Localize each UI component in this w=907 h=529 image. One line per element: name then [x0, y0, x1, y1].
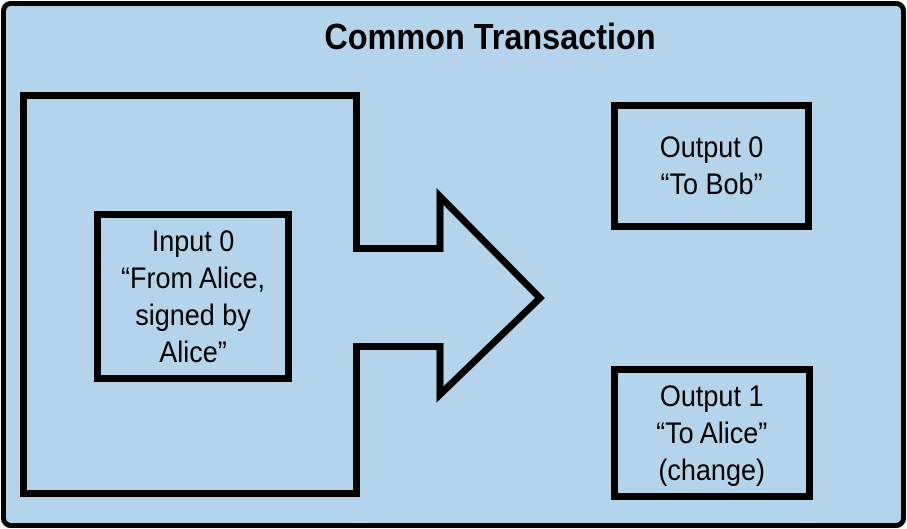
output-1-text: Output 1 “To Alice” (change)	[656, 378, 767, 489]
input-0-box: Input 0 “From Alice, signed by Alice”	[94, 211, 292, 382]
text-line: “To Alice”	[656, 416, 768, 450]
text-line: signed by	[135, 298, 251, 332]
diagram-title: Common Transaction	[324, 16, 656, 57]
text-line: “To Bob”	[660, 168, 763, 201]
text-line: Input 0	[151, 224, 235, 258]
text-line: (change)	[658, 453, 766, 487]
output-1-box: Output 1 “To Alice” (change)	[611, 366, 813, 500]
text-line: Output 1	[660, 379, 764, 413]
right-arrow-icon	[20, 92, 545, 497]
output-0-box: Output 0 “To Bob”	[611, 102, 812, 230]
input-0-text: Input 0 “From Alice, signed by Alice”	[121, 223, 265, 371]
text-line: Output 0	[659, 131, 764, 164]
text-line: Alice”	[159, 335, 227, 369]
output-0-text: Output 0 “To Bob”	[660, 129, 764, 203]
text-line: “From Alice,	[120, 261, 266, 295]
